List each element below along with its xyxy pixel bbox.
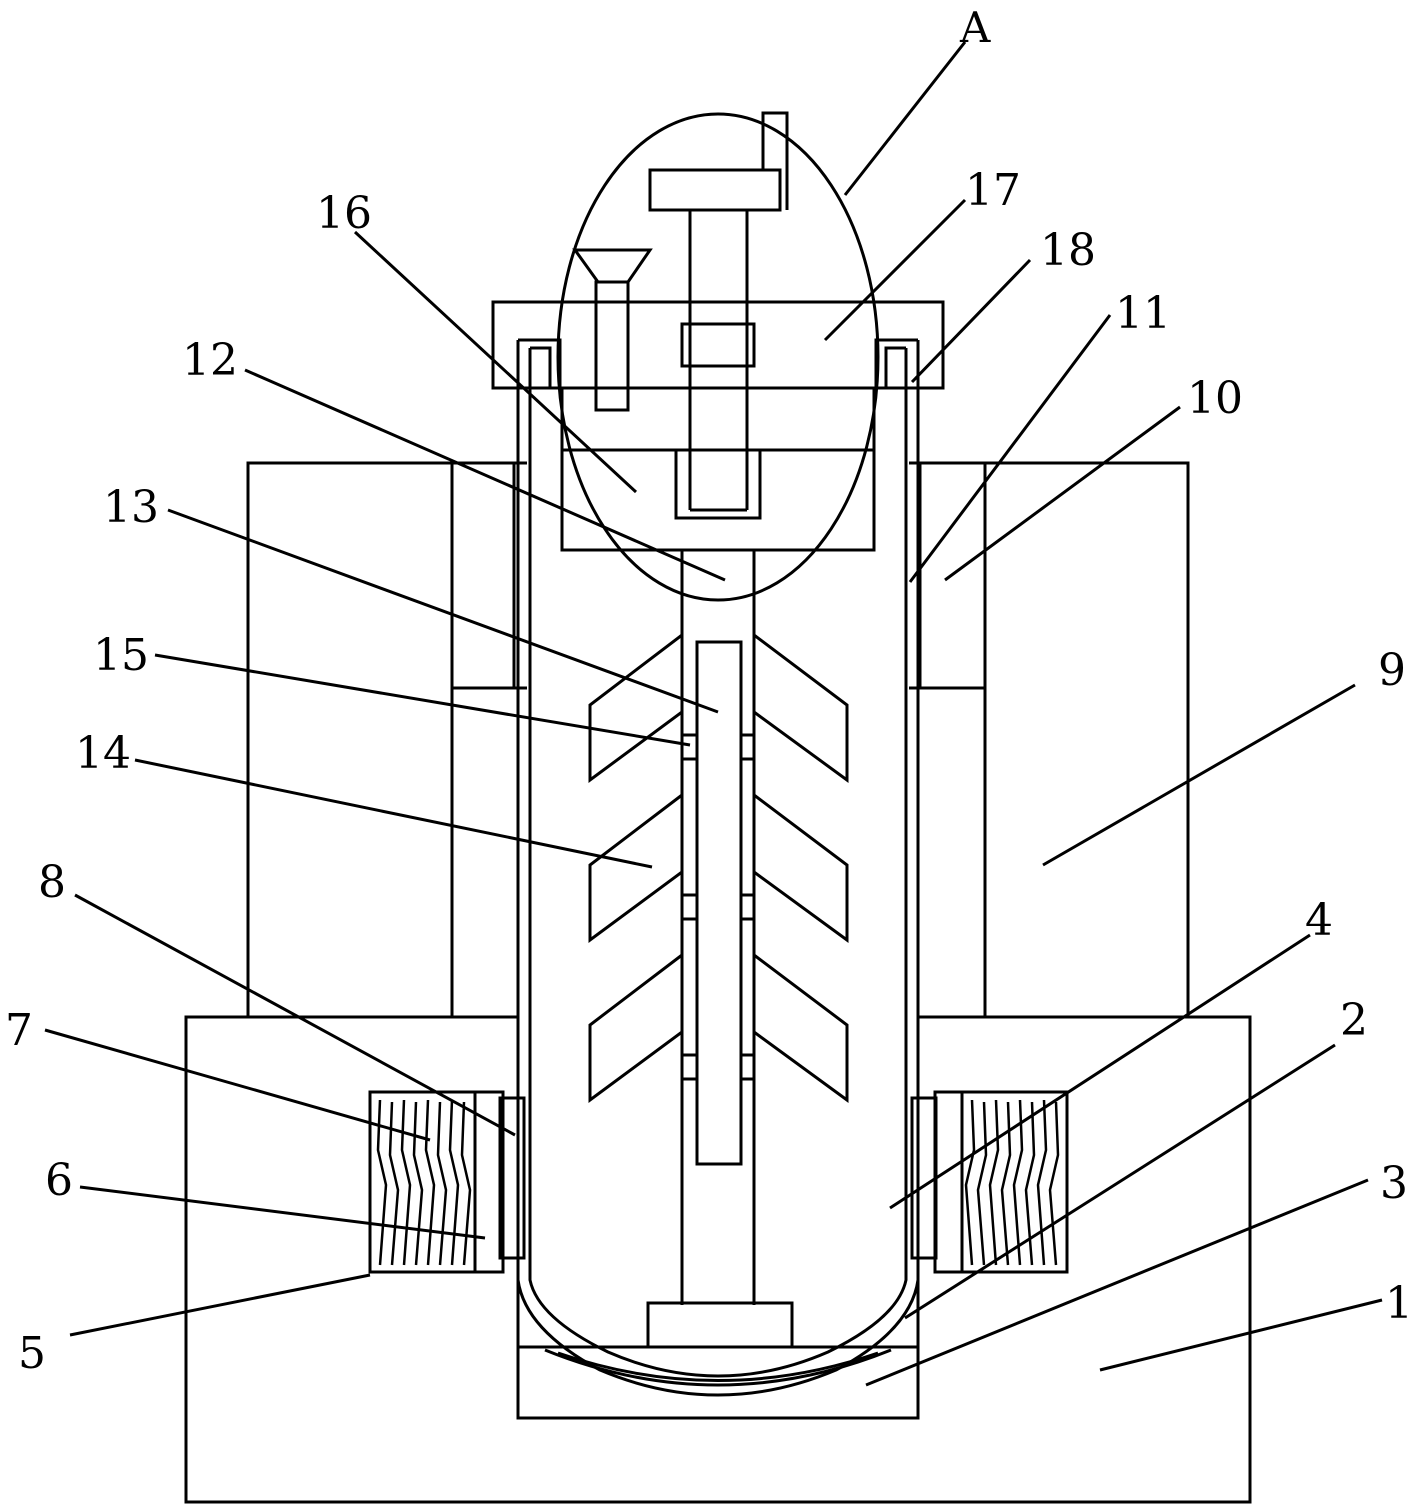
leader-13 [167, 508, 719, 714]
upper-housing-left [246, 461, 527, 1017]
label-3: 3 [1380, 1158, 1408, 1209]
label-10: 10 [1187, 373, 1243, 424]
bottom-curve-layers [544, 1348, 892, 1387]
mixing-blades [588, 631, 849, 1103]
label-5: 5 [18, 1328, 46, 1379]
label-8: 8 [38, 857, 66, 908]
leader-a [843, 41, 967, 196]
leader-17 [823, 198, 967, 342]
upper-housing-right [909, 461, 1190, 1017]
central-shaft [646, 550, 794, 1349]
inner-tube [528, 346, 908, 1378]
label-11: 11 [1115, 288, 1171, 339]
left-coil-assembly [368, 1090, 526, 1274]
label-16: 16 [316, 188, 372, 239]
leader-14 [134, 758, 653, 869]
blade-connectors [680, 733, 756, 1081]
label-12: 12 [182, 335, 238, 386]
label-15: 15 [93, 630, 149, 681]
label-detail-a: A [959, 3, 991, 52]
label-1: 1 [1385, 1278, 1413, 1329]
label-18: 18 [1040, 225, 1096, 276]
label-13: 13 [103, 482, 159, 533]
leader-10 [944, 405, 1181, 582]
right-coil-assembly [910, 1090, 1069, 1274]
leader-2 [904, 1043, 1336, 1320]
label-6: 6 [45, 1155, 73, 1206]
leader-16 [353, 230, 638, 494]
feed-funnel [572, 248, 653, 412]
part-labels: 1 2 3 4 5 6 7 8 9 10 11 12 13 14 15 16 1… [5, 3, 1413, 1379]
leader-5 [69, 1273, 371, 1337]
leader-6 [79, 1185, 486, 1240]
leader-7 [44, 1028, 431, 1142]
leader-11 [908, 314, 1112, 583]
leader-18 [910, 258, 1032, 384]
label-17: 17 [965, 165, 1021, 216]
drive-shaft [648, 111, 789, 520]
leader-3 [865, 1178, 1369, 1387]
leader-4 [889, 933, 1311, 1210]
leader-1 [1099, 1298, 1383, 1372]
label-14: 14 [75, 728, 131, 779]
outer-tube [516, 338, 920, 1397]
label-7: 7 [5, 1005, 33, 1056]
leader-12 [244, 368, 726, 582]
leader-lines [44, 41, 1383, 1387]
label-4: 4 [1305, 895, 1333, 946]
leader-8 [74, 893, 516, 1137]
detail-ellipse-a [556, 112, 880, 602]
leader-9 [1042, 683, 1356, 867]
label-9: 9 [1378, 645, 1406, 696]
base-block [184, 1015, 1252, 1504]
label-2: 2 [1340, 995, 1368, 1046]
leader-15 [154, 653, 691, 747]
